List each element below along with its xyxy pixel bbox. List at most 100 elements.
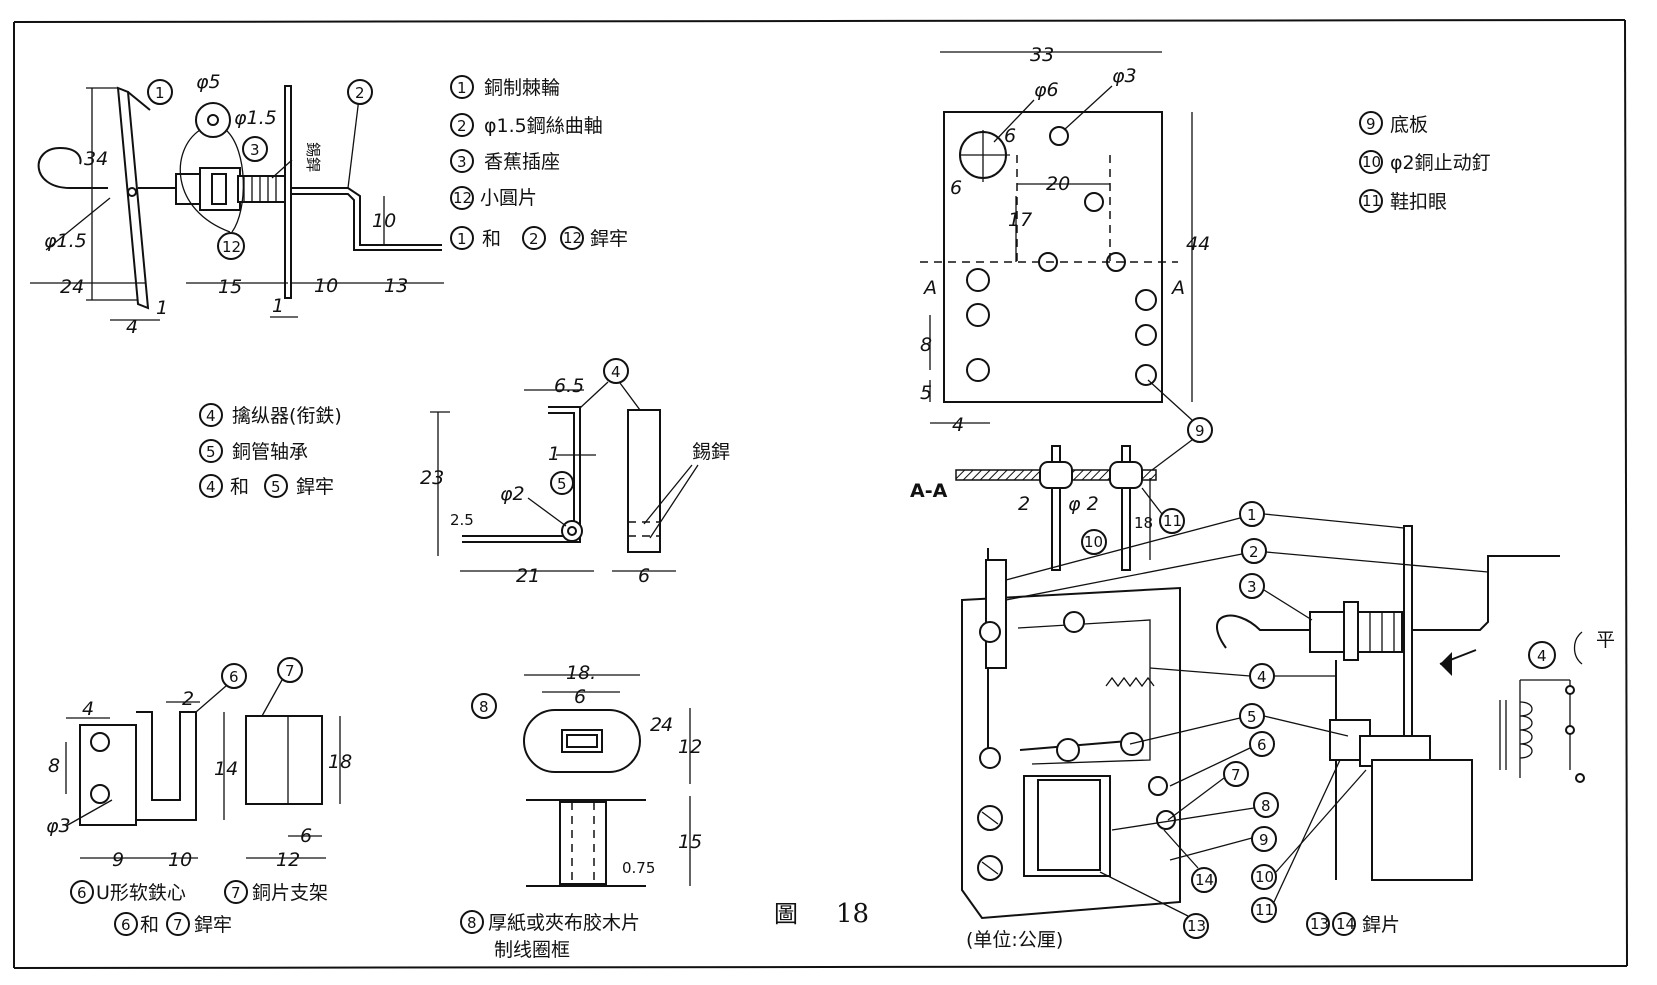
callout-9-asm: 9 xyxy=(1259,831,1269,849)
figure-label: 圖 xyxy=(774,900,798,928)
dim-13: 13 xyxy=(384,275,408,297)
dim-34: 34 xyxy=(84,148,108,170)
callout-2-top: 2 xyxy=(355,84,365,102)
dim-44: 44 xyxy=(1186,233,1210,255)
caption-rivets: 13 14 銲片 xyxy=(1306,912,1400,936)
callout-7: 7 xyxy=(285,662,295,680)
legend-num: 9 xyxy=(1366,115,1376,133)
legend-num: 3 xyxy=(457,153,467,171)
callouts-top-left: 1 2 3 12 xyxy=(147,79,373,260)
dim-0-75: 0.75 xyxy=(622,859,655,877)
legend-text: 銅制棘輪 xyxy=(484,77,560,99)
legend-mid-left: 4 擒纵器(衔鉄) 5 銅管轴承 4 和 5 銲牢 xyxy=(199,403,342,498)
solder-label-mid: 錫銲 xyxy=(692,441,730,463)
dim-15: 15 xyxy=(678,831,702,853)
dim-8: 8 xyxy=(920,334,932,356)
legend-text: 和 xyxy=(482,228,501,250)
caption-num: 7 xyxy=(231,884,241,902)
callout-13-asm: 13 xyxy=(1187,917,1206,935)
legend-num: 2 xyxy=(529,230,539,248)
dim-24: 24 xyxy=(60,276,84,298)
callout-7-asm: 7 xyxy=(1231,766,1241,784)
dim-18: 18 xyxy=(328,751,352,773)
caption-text: 制线圈框 xyxy=(494,939,570,961)
callout-2-asm: 2 xyxy=(1249,543,1259,561)
legend-text: 香蕉插座 xyxy=(484,151,560,173)
ratchet-crank-assembly xyxy=(37,85,442,310)
legend-text: 底板 xyxy=(1390,114,1428,136)
callout-9-plate: 9 xyxy=(1195,422,1205,440)
bobbin-part: 8 xyxy=(471,693,646,887)
caption-u-core: 6 U形软鉄心 7 銅片支架 6 和 7 銲牢 xyxy=(70,880,328,936)
legend-item-12: 12 小圓片 xyxy=(450,186,537,210)
assembly-callouts: 1 2 3 4 5 6 7 8 9 10 11 14 xyxy=(1005,501,1489,939)
dim-12: 12 xyxy=(678,736,702,758)
dim-1: 1 xyxy=(548,443,560,465)
legend-item-4: 4 擒纵器(衔鉄) xyxy=(199,403,342,427)
dim-5: 5 xyxy=(920,382,932,404)
legend-text: 擒纵器(衔鉄) xyxy=(232,405,342,427)
dim-6b: 6 xyxy=(950,177,962,199)
dims-base-plate: 33 φ6 φ3 6 6 20 17 44 8 5 4 9 xyxy=(920,44,1213,471)
caption-num: 6 xyxy=(77,884,87,902)
dim-phi3: φ3 xyxy=(46,815,71,837)
callout-10-section: 10 xyxy=(1084,533,1103,551)
escapement-part xyxy=(462,406,661,553)
callout-12-top: 12 xyxy=(222,238,241,256)
callout-6: 6 xyxy=(229,668,239,686)
dim-10: 10 xyxy=(168,849,192,871)
caption-num: 7 xyxy=(173,916,183,934)
legend-text: 小圓片 xyxy=(480,187,537,209)
dim-4: 4 xyxy=(661,714,673,736)
legend-num: 10 xyxy=(1362,153,1381,171)
legend-num: 5 xyxy=(206,443,216,461)
legend-text: 銲牢 xyxy=(296,476,334,498)
callout-4-asm: 4 xyxy=(1257,668,1267,686)
dim-phi2: φ2 xyxy=(500,483,525,505)
dim-phi15a: φ1.5 xyxy=(234,107,277,129)
dim-phi2: φ 2 xyxy=(1068,493,1099,515)
dims-top-left: 34 24 15 10 13 10 4 1 1 φ5 φ1.5 φ1.5 錫銲 xyxy=(30,71,444,338)
callout-5-asm: 5 xyxy=(1247,708,1257,726)
legend-item-10: 10 φ2銅止动釘 xyxy=(1359,150,1491,174)
dim-2: 2 xyxy=(650,714,662,736)
caption-num: 13 xyxy=(1310,915,1329,933)
legend-num: 4 xyxy=(206,407,216,425)
caption-bobbin: 8 厚紙或夾布胶木片 制线圈框 xyxy=(460,910,640,961)
section-label: A-A xyxy=(910,480,948,502)
callout-4-coil: 4 xyxy=(1537,647,1547,665)
unit-note: (单位:公厘) xyxy=(966,929,1063,951)
callout-1-asm: 1 xyxy=(1247,506,1257,524)
dim-phi5: φ5 xyxy=(196,71,221,93)
legend-text: 銅管轴承 xyxy=(232,441,308,463)
dim-4: 4 xyxy=(952,414,964,436)
caption-text: 銲牢 xyxy=(194,914,232,936)
dim-23: 23 xyxy=(420,467,444,489)
dim-phi6: φ6 xyxy=(1034,79,1059,101)
legend-item-3: 3 香蕉插座 xyxy=(450,149,560,173)
dim-4: 4 xyxy=(82,698,94,720)
caption-num: 6 xyxy=(121,916,131,934)
dim-6a: 6 xyxy=(1004,125,1016,147)
legend-text: 鞋扣眼 xyxy=(1390,191,1447,213)
base-plate-drawing: A A xyxy=(920,111,1185,403)
dim-phi15b: φ1.5 xyxy=(44,230,87,252)
legend-item-11: 11 鞋扣眼 xyxy=(1359,189,1447,213)
dim-12: 12 xyxy=(276,849,300,871)
legend-text: 和 xyxy=(230,476,249,498)
dims-escapement: 6.5 1 23 φ2 2.5 21 6 4 5 錫銲 xyxy=(420,358,730,587)
dim-10b: 10 xyxy=(372,210,396,232)
section-mark-right: A xyxy=(1170,277,1185,299)
dim-2: 2 xyxy=(1018,493,1030,515)
callout-8-asm: 8 xyxy=(1261,797,1271,815)
legend-num: 12 xyxy=(453,189,472,207)
caption-text: 厚紙或夾布胶木片 xyxy=(488,912,640,934)
caption-text: 銲片 xyxy=(1362,914,1400,936)
legend-item-join: 1 和 2 12 銲牢 xyxy=(450,226,628,250)
callout-5-mid: 5 xyxy=(557,475,567,493)
frame-border xyxy=(13,19,1628,969)
figure-number: 18 xyxy=(836,899,869,929)
callout-14-asm: 14 xyxy=(1195,871,1214,889)
legend-num: 5 xyxy=(271,478,281,496)
